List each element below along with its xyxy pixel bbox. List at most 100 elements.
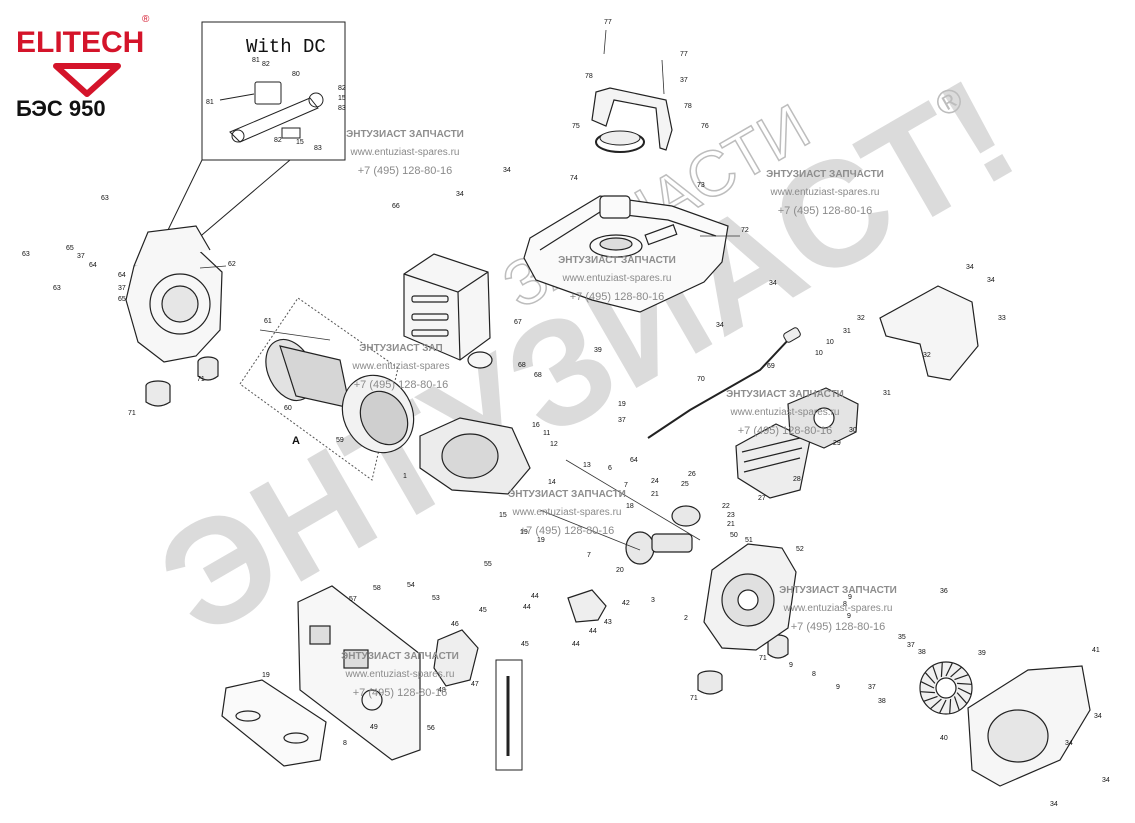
watermark-stamp: ЭНТУЗИАСТ ЗАПЧАСТИ www.entuziast-spares.… [746, 166, 904, 220]
part-callout: 21 [651, 491, 659, 498]
stamp-site: www.entuziast-spares.ru [770, 187, 880, 198]
stamp-phone: +7 (495) 128-80-16 [790, 621, 886, 633]
stamp-phone: +7 (495) 128-80-16 [737, 425, 833, 437]
part-callout: 66 [392, 203, 400, 210]
part-callout: 31 [883, 390, 891, 397]
part-callout: 8 [843, 601, 847, 608]
part-callout: 10 [826, 339, 834, 346]
part-callout: 41 [1092, 647, 1100, 654]
part-callout: 23 [727, 512, 735, 519]
part-callout: 28 [793, 476, 801, 483]
spark-plug-cap [783, 327, 801, 343]
stamp-title: ЭНТУЗИАСТ ЗАПЧАСТИ [726, 389, 844, 400]
control-panel [221, 585, 421, 767]
fan-blade [957, 687, 972, 695]
part-callout: 2 [684, 615, 688, 622]
part-callout: 44 [572, 641, 580, 648]
stamp-title: ЭНТУЗИАСТ ЗАПЧАСТИ [346, 129, 464, 140]
fan-blade [953, 696, 960, 711]
crankcase [703, 543, 797, 651]
part-callout: 60 [284, 405, 292, 412]
fan-blade [956, 692, 968, 704]
part-callout: 13 [583, 462, 591, 469]
part-callout: 1 [403, 473, 407, 480]
stamp-title: ЭНТУЗИАСТ ЗАП [359, 343, 443, 354]
watermark-stamp: ЭНТУЗИАСТ ЗАПЧАСТИ www.entuziast-spares.… [542, 252, 692, 306]
part-callout: 52 [796, 546, 804, 553]
part-callout: 14 [548, 479, 556, 486]
dipstick-frame [495, 659, 523, 771]
part-callout: 25 [681, 481, 689, 488]
part-callout: 30 [849, 427, 857, 434]
stamp-title: ЭНТУЗИАСТ ЗАПЧАСТИ [341, 651, 459, 662]
part-callout: 19 [537, 537, 545, 544]
part-callout: 57 [349, 596, 357, 603]
part-callout: 9 [847, 613, 851, 620]
stamp-site: www.entuziast-spares.ru [730, 407, 840, 418]
part-callout: 37 [618, 417, 626, 424]
stamp-phone: +7 (495) 128-80-16 [519, 525, 615, 537]
inset-callout: 80 [292, 71, 300, 78]
part-callout: 19 [262, 672, 270, 679]
part-callout: 31 [843, 328, 851, 335]
part-callout: 34 [769, 280, 777, 287]
part-callout: 44 [589, 628, 597, 635]
inset-callout: 81 [206, 99, 214, 106]
inset-callout: 15 [338, 95, 346, 102]
part-callout: 37 [907, 642, 915, 649]
part-callout: 38 [918, 649, 926, 656]
carburetor [433, 589, 607, 687]
fan-blade [932, 665, 939, 680]
part-callout: 34 [1065, 740, 1073, 747]
part-callout: 49 [370, 724, 378, 731]
part-callout: 20 [616, 567, 624, 574]
part-callout: 46 [451, 621, 459, 628]
part-callout: 44 [531, 593, 539, 600]
part-callout: 39 [594, 347, 602, 354]
part-callout: 34 [966, 264, 974, 271]
stamp-title: ЭНТУЗИАСТ ЗАПЧАСТИ [766, 169, 884, 180]
engine-rear-housing [125, 225, 223, 363]
part-callout: 64 [630, 457, 638, 464]
stamp-site: www.entuziast-spares.ru [783, 603, 893, 614]
part-callout: 18 [626, 503, 634, 510]
fan-blade [949, 699, 952, 714]
watermark-stamp: ЭНТУЗИАСТ ЗАПЧАСТИ www.entuziast-spares.… [326, 126, 484, 180]
part-callout: 34 [456, 191, 464, 198]
stamp-phone: +7 (495) 128-80-16 [569, 291, 665, 303]
part-callout: 51 [745, 537, 753, 544]
part-callout: 64 [89, 262, 97, 269]
part-callout: 47 [471, 681, 479, 688]
fan-blade [920, 691, 935, 694]
fan-blade [923, 695, 938, 702]
part-callout: 71 [759, 655, 767, 662]
inset-title: With DC [246, 36, 326, 58]
part-callout: 53 [432, 595, 440, 602]
part-callout: 29 [833, 440, 841, 447]
rotor-stator-assembly [265, 338, 531, 495]
crankshaft [625, 505, 701, 565]
part-callout: 37 [77, 253, 85, 260]
part-callout: 65 [66, 245, 74, 252]
fan-blade [930, 698, 942, 710]
part-callout: 65 [118, 296, 126, 303]
fan-blade [939, 699, 947, 714]
fuel-tank [523, 195, 729, 313]
watermark-stamp: ЭНТУЗИАСТ ЗАПЧАСТИ www.entuziast-spares.… [492, 486, 642, 540]
stamp-phone: +7 (495) 128-80-16 [357, 165, 453, 177]
part-callout: 11 [543, 430, 550, 437]
part-callout: 45 [521, 641, 529, 648]
fan-blade [940, 662, 943, 677]
part-callout: 34 [503, 167, 511, 174]
part-callout: 6 [608, 465, 612, 472]
part-callout: 63 [22, 251, 30, 258]
part-callout: 32 [857, 315, 865, 322]
part-callout: 44 [523, 604, 531, 611]
part-callout: 12 [550, 441, 558, 448]
part-callout: 45 [479, 607, 487, 614]
part-callout: 69 [767, 363, 775, 370]
part-callout: 16 [532, 422, 540, 429]
part-callout: 22 [722, 503, 730, 510]
